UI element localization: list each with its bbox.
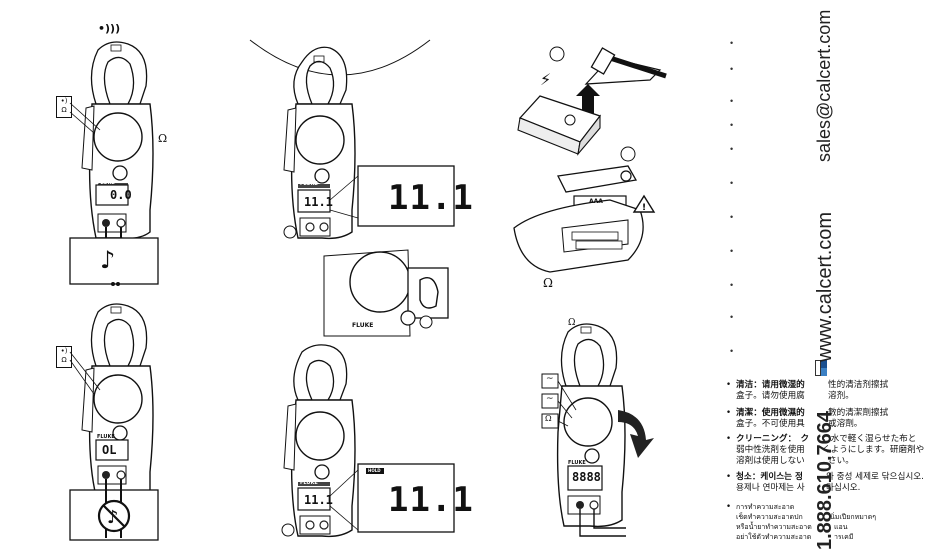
zh-tw-line-2b: 或溶劑。 bbox=[828, 419, 863, 429]
th-line-2a: เช็ดทำความสะอาดปก bbox=[736, 513, 803, 521]
brand-label: FLUKE bbox=[568, 460, 586, 466]
ja-line-3a: 溶剤は使用しない bbox=[736, 456, 805, 466]
figure-hold-reading: FLUKE 11.1 11.1 FLUKE bbox=[240, 0, 500, 340]
ja-line-2a: 弱中性洗剤を使用 bbox=[736, 445, 805, 455]
omega-label: Ω bbox=[568, 318, 576, 328]
switch-label-2: ~ bbox=[546, 394, 554, 404]
ko-line-1a: 청소：케이스는 정 bbox=[736, 472, 803, 482]
switch-label-3: Ω bbox=[545, 414, 552, 423]
bullet-marker: • bbox=[730, 312, 734, 322]
switch-position-label: •)Ω bbox=[56, 346, 72, 368]
clamp-meter-drawing: ♪ bbox=[69, 303, 159, 541]
th-line-2b: นิ่มเปียกหมาดๆ bbox=[830, 513, 877, 521]
email-link[interactable]: sales@calcert.com bbox=[814, 9, 834, 162]
lcd-readout: 0.0 bbox=[110, 188, 132, 202]
clamp-meter-drawing bbox=[281, 344, 455, 538]
lightning-icon: ⚡ bbox=[540, 70, 552, 89]
beeper-symbol: •))) bbox=[98, 22, 121, 35]
phone-link[interactable]: 1.888.610.7664 bbox=[814, 410, 836, 550]
zh-tw-line-1a: 清潔：使用微濕的 bbox=[736, 408, 805, 418]
clamp-meter-drawing bbox=[249, 39, 455, 337]
brand-label: FLUKE bbox=[300, 181, 318, 187]
range-label: Ω bbox=[158, 132, 168, 145]
brand-label: FLUKE bbox=[300, 480, 318, 486]
bullet-marker: • bbox=[730, 120, 734, 130]
hold-indicator: HOLD bbox=[368, 468, 381, 473]
clamp-meter-drawing bbox=[69, 41, 159, 286]
battery-drawing: ! bbox=[513, 46, 667, 273]
zh-tw-line-2a: 盒子。不可使用具 bbox=[736, 419, 805, 429]
th-line-1: การทำความสะอาด bbox=[736, 503, 795, 511]
ja-line-3b: さい。 bbox=[828, 456, 854, 466]
figure-battery-replacement: ! ⚡ AAA Ω bbox=[500, 30, 680, 290]
th-line-3a: หรือน้ำยาทำความสะอาด bbox=[736, 523, 812, 531]
bullet-marker: • bbox=[730, 280, 734, 290]
music-note-icon: ♪ bbox=[100, 246, 116, 274]
bullet-marker: • bbox=[730, 246, 734, 256]
bullet-marker: • bbox=[730, 144, 734, 154]
bullet-marker: • bbox=[730, 212, 734, 222]
logo-mark bbox=[815, 360, 827, 376]
zh-cn-line-2b: 溶剂。 bbox=[828, 391, 854, 401]
figure-continuity-open: ♪ •)Ω FLUKE OL bbox=[0, 290, 240, 556]
ko-line-2b: 마십시오. bbox=[826, 483, 861, 493]
brand-label-zoom: FLUKE bbox=[352, 322, 374, 329]
zh-cn-line-2a: 盒子。请勿使用腐 bbox=[736, 391, 805, 401]
bullet-marker: • bbox=[730, 38, 734, 48]
cleaning-instructions: • 清洁：请用微湿的 性的清洁剂擦拭 盒子。请勿使用腐 溶剂。 • 清潔：使用微… bbox=[726, 380, 925, 541]
zh-tw-line-1b: 數的清潔劑擦拭 bbox=[828, 408, 889, 418]
figure-selector: Ω ~ ~ Ω FLUKE 8888 bbox=[520, 310, 700, 556]
lcd-readout: OL bbox=[102, 443, 117, 457]
svg-text:!: ! bbox=[642, 203, 646, 213]
lcd-readout-small: 11.1 bbox=[304, 493, 333, 507]
bullet-marker: • bbox=[730, 178, 734, 188]
battery-label: AAA bbox=[589, 198, 603, 205]
lcd-readout-large: 11.1 bbox=[388, 480, 474, 520]
th-line-4b: ารเคมี bbox=[834, 533, 854, 541]
bullet-marker: • bbox=[730, 64, 734, 74]
th-line-4a: อย่าใช้ตัวทำความสะอาด bbox=[736, 533, 812, 541]
ja-line-1b: ，水で軽く湿らせた布と bbox=[822, 434, 917, 444]
lcd-readout: 8888 bbox=[572, 470, 601, 484]
bullet-marker: • bbox=[730, 96, 734, 106]
lcd-readout-small: 11.1 bbox=[304, 195, 333, 209]
figure-hold-mode: HOLD FLUKE 11.1 11.1 bbox=[240, 340, 500, 556]
omega-label: Ω bbox=[543, 276, 553, 290]
zh-cn-line-1a: 清洁：请用微湿的 bbox=[736, 380, 805, 390]
brand-label: FLUKE bbox=[97, 180, 115, 186]
brand-label: FLUKE bbox=[97, 434, 115, 440]
switch-label-1: ~ bbox=[546, 374, 554, 384]
bullet-marker: • bbox=[730, 346, 734, 356]
ja-line-2b: くようにします。研磨剤や bbox=[822, 445, 925, 455]
zh-cn-line-1b: 性的清洁剂擦拭 bbox=[828, 380, 889, 390]
figure-continuity-tone: •))) •)Ω Ω FLUKE 0.0 ♪ bbox=[0, 0, 240, 290]
clamp-meter-drawing bbox=[541, 323, 654, 537]
ko-line-2a: 용제나 연마제는 사 bbox=[736, 483, 805, 493]
switch-position-label: •)Ω bbox=[56, 96, 72, 118]
ko-line-1b: 와 중성 세제로 닦으십시오. bbox=[826, 472, 924, 482]
th-line-3b: แอน bbox=[834, 523, 848, 531]
ja-line-1a: クリーニング： ク bbox=[736, 434, 810, 444]
svg-text:♪: ♪ bbox=[107, 507, 119, 528]
website-link[interactable]: www.calcert.com bbox=[814, 211, 836, 362]
lcd-readout-large: 11.1 bbox=[388, 178, 474, 218]
